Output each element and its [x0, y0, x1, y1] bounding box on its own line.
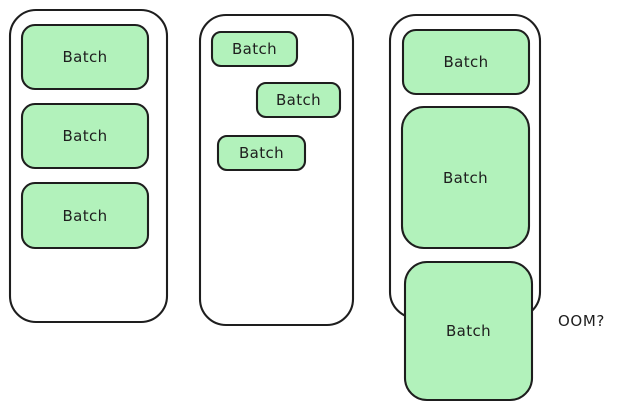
batch-box[interactable]: [255, 81, 342, 119]
batch-box[interactable]: [20, 23, 150, 91]
oom-annotation-label: OOM?: [558, 312, 605, 330]
batch-box[interactable]: [216, 134, 307, 172]
batch-box[interactable]: [210, 30, 299, 68]
batch-box[interactable]: [20, 102, 150, 170]
batch-box[interactable]: [403, 260, 534, 402]
batch-box[interactable]: [20, 181, 150, 250]
batch-box[interactable]: [401, 28, 531, 96]
batch-box[interactable]: [400, 105, 531, 250]
